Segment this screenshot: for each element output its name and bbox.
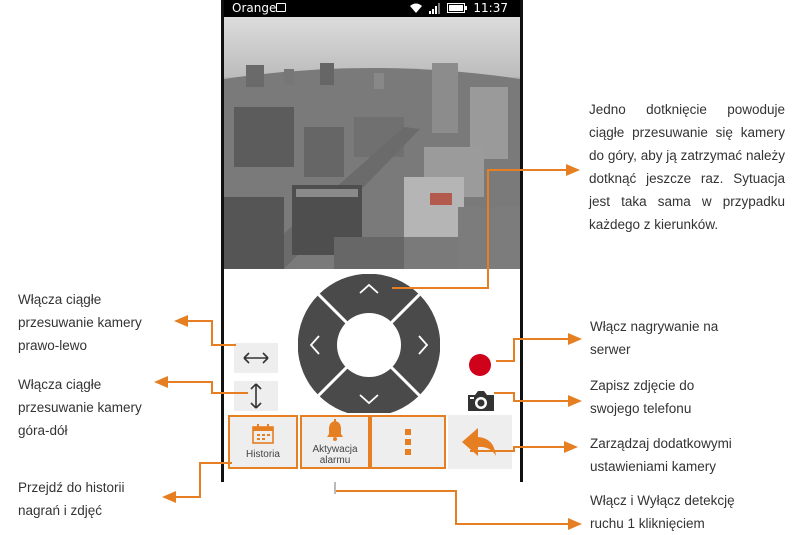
- bell-icon: [327, 418, 343, 441]
- dpad-right-button[interactable]: [369, 294, 440, 396]
- annotation-record: Włącz nagrywanie na serwer: [590, 319, 719, 357]
- city-image: [224, 17, 520, 269]
- signal-icon: [429, 2, 441, 14]
- dpad-left-button[interactable]: [298, 294, 369, 396]
- record-button[interactable]: [469, 354, 491, 376]
- annotation-snapshot: Zapisz zdjęcie do swojego telefonu: [590, 378, 695, 416]
- arrow-up-down-icon: [250, 383, 262, 409]
- tab-history-label: Historia: [246, 449, 280, 460]
- pan-horizontal-button[interactable]: [234, 343, 278, 373]
- arrow-left-right-icon: [243, 352, 269, 364]
- chevron-left-icon: [309, 335, 320, 355]
- tab-alarm-label: Aktywacja alarmu: [312, 443, 358, 466]
- carrier-name: Orange: [232, 1, 277, 15]
- camera-snapshot-button[interactable]: [466, 389, 496, 413]
- image-notification-icon: [276, 3, 286, 12]
- direction-pad: [298, 274, 440, 416]
- annotation-pan-vertical: Włącza ciągłe przesuwanie kamery góra-dó…: [18, 377, 142, 438]
- tab-more-settings[interactable]: [370, 415, 446, 469]
- wifi-icon: [410, 3, 423, 13]
- annotation-dpad-up: Jedno dotknięcie powoduje ciągłe przesuw…: [589, 102, 785, 232]
- phone-screen: Orange 11:37: [221, 0, 523, 482]
- annotation-pan-horizontal: Włącza ciągłe przesuwanie kamery prawo-l…: [18, 292, 142, 353]
- pan-vertical-button[interactable]: [234, 381, 278, 411]
- annotation-motion-detection: Włącz i Wyłącz detekcję ruchu 1 kliknięc…: [590, 493, 735, 531]
- clock: 11:37: [473, 1, 508, 15]
- tab-history[interactable]: Historia: [228, 415, 298, 469]
- annotation-history: Przejdź do historii nagrań i zdjęć: [18, 480, 125, 518]
- status-bar: Orange 11:37: [224, 0, 520, 17]
- tab-alarm-activation[interactable]: Aktywacja alarmu: [300, 415, 370, 469]
- dpad-down-button[interactable]: [318, 345, 420, 416]
- annotation-settings: Zarządzaj dodatkowymi ustawieniami kamer…: [590, 436, 732, 474]
- camera-live-view: [224, 17, 520, 269]
- camera-controls: Historia Aktywacja alarmu: [224, 269, 520, 482]
- calendar-icon: [252, 424, 274, 444]
- chevron-right-icon: [418, 335, 429, 355]
- battery-icon: [447, 3, 468, 13]
- more-vertical-icon: [405, 429, 411, 455]
- chevron-up-icon: [359, 283, 379, 294]
- chevron-down-icon: [359, 394, 379, 405]
- dpad-up-button[interactable]: [318, 274, 420, 345]
- back-button[interactable]: [448, 415, 512, 469]
- bottom-toolbar: Historia Aktywacja alarmu: [224, 413, 520, 473]
- dpad-center: [337, 313, 401, 377]
- back-arrow-icon: [462, 428, 496, 456]
